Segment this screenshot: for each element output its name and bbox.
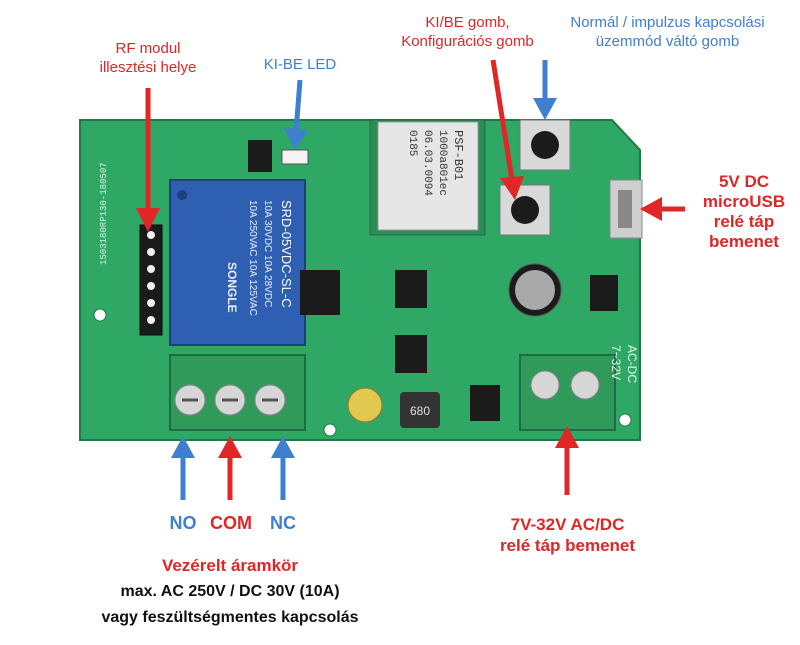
- ic-chip: [300, 270, 340, 315]
- mounting-hole: [618, 413, 632, 427]
- ic-chip: [590, 275, 618, 311]
- mounting-hole: [323, 423, 337, 437]
- input-silk: AC-DC: [625, 345, 639, 383]
- arrow-led: [293, 79, 303, 133]
- relay: [169, 179, 306, 346]
- pcb-code-silk: 1503180RP130-180507: [99, 162, 109, 265]
- wifi-shield: [377, 121, 479, 231]
- electrolytic-capacitor-small: [347, 387, 383, 423]
- label-circuit-note: vagy feszültségmentes kapcsolás: [101, 609, 359, 626]
- label-terminal-com: COM: [210, 513, 252, 533]
- label-mode-button: Normál / impulzus kapcsolási üzemmód vál…: [570, 14, 765, 50]
- ic-chip: [395, 270, 427, 308]
- inductor-label: 680: [410, 404, 430, 418]
- relay-brand: SONGLE: [225, 262, 239, 313]
- module-text-4: 0185: [406, 130, 418, 156]
- power-terminal-screw: [570, 370, 600, 400]
- label-terminal-nc: NC: [270, 513, 296, 533]
- label-usb-input: 5V DC microUSB relé táp bemenet: [702, 172, 786, 252]
- module-text-3: 06.03.0094: [421, 130, 433, 196]
- label-led: KI-BE LED: [263, 56, 337, 73]
- relay-rating-2: 10A 30VDC 10A 28VDC: [262, 200, 273, 307]
- arrows: [136, 59, 685, 500]
- label-onoff-button: KI/BE gomb, Konfigurációs gomb: [401, 14, 534, 50]
- label-power-input: 7V-32V AC/DC relé táp bemenet: [499, 515, 636, 556]
- module-text-1: PSF-B01: [451, 130, 465, 180]
- relay-model: SRD-05VDC-SL-C: [279, 200, 294, 308]
- diode: [248, 140, 272, 172]
- label-circuit-title: Vezérelt áramkör: [161, 556, 299, 575]
- label-circuit-spec: max. AC 250V / DC 30V (10A): [120, 583, 340, 600]
- relay-rating-1: 10A 250VAC 10A 125VAC: [247, 200, 258, 316]
- ic-chip: [470, 385, 500, 421]
- mounting-hole: [93, 308, 107, 322]
- led-indicator: [281, 149, 309, 165]
- power-terminal-screw: [530, 370, 560, 400]
- label-terminal-no: NO: [169, 513, 197, 533]
- rf-header-pins: [147, 231, 155, 324]
- module-text-2: 1000a801ec: [436, 130, 448, 196]
- label-rf-module: RF modul illesztési helye: [99, 40, 197, 76]
- arrow-onoff-button: [490, 59, 515, 181]
- input-silk-2: 7~32V: [609, 345, 623, 380]
- inductor: [400, 392, 440, 428]
- ic-chip: [395, 335, 427, 373]
